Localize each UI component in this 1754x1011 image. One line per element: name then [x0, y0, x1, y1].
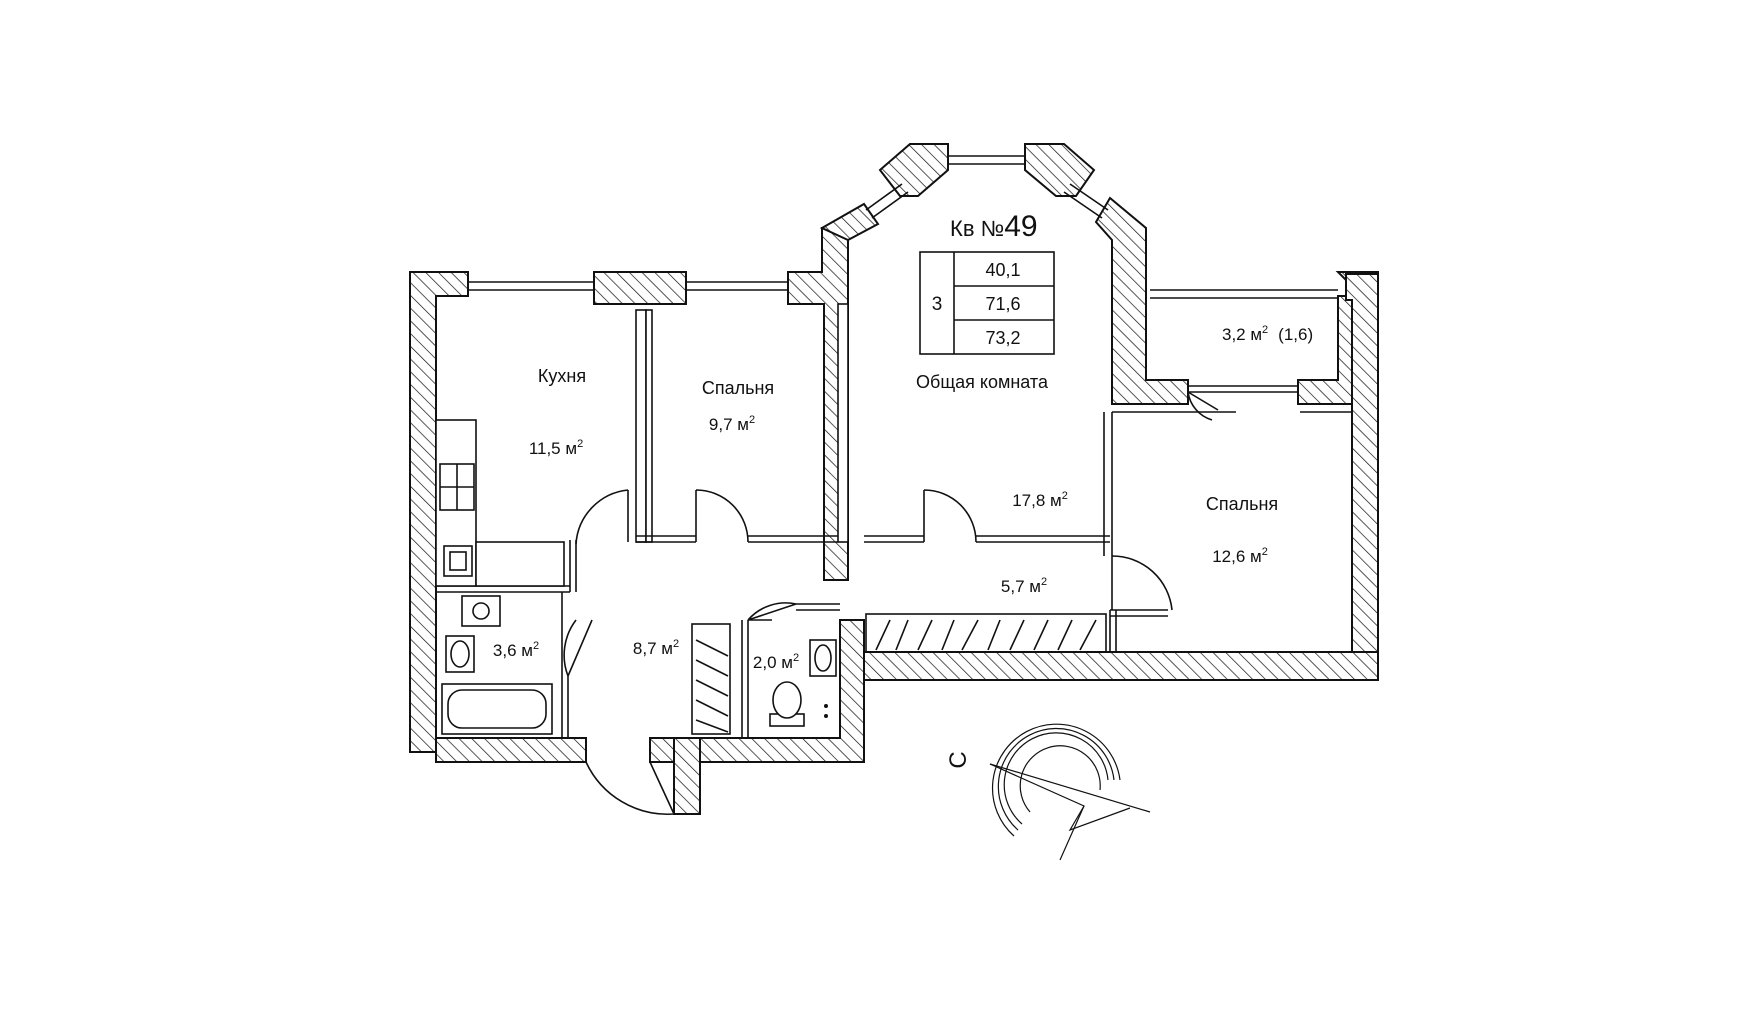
- wardrobe-hall: [691, 623, 731, 735]
- bathroom-fixtures: [441, 595, 553, 735]
- apartment-info: Кв №49 3 40,1 71,6 73,2: [919, 210, 1055, 355]
- wall-bay-top-right: [1024, 143, 1096, 197]
- kitchen-fixtures: [435, 419, 565, 587]
- wall-top-right: [787, 227, 849, 581]
- partition-kitchen-bedroom-2: [645, 309, 653, 543]
- wall-bottom-left: [435, 737, 587, 763]
- bedroom-right-area: 12,6 м2: [1212, 546, 1268, 566]
- total-area-balcony: 73,2: [985, 328, 1020, 348]
- info-table: [919, 251, 1055, 355]
- toilet-bowl: [772, 681, 802, 719]
- rooms-count: 3: [932, 294, 943, 315]
- door-kitchen: [575, 489, 629, 545]
- wall-top-mid: [593, 271, 687, 305]
- living-area: 40,1: [985, 260, 1020, 280]
- hall-area: 8,7 м2: [633, 638, 679, 658]
- window-bedroom-left: [686, 281, 788, 291]
- doors: [563, 391, 1219, 816]
- door-entrance: [585, 761, 675, 816]
- door-bedroom-right: [1111, 555, 1173, 611]
- common-room-area: 17,8 м2: [1012, 490, 1068, 510]
- sink-kitchen: [443, 545, 473, 577]
- toilet-area: 2,0 м2: [753, 652, 799, 672]
- kitchen-label: Кухня: [538, 366, 586, 386]
- compass-north-letter: С: [945, 751, 972, 768]
- bathroom-area: 3,6 м2: [493, 640, 539, 660]
- window-bay-right: [1063, 183, 1109, 219]
- wall-left: [409, 271, 469, 753]
- door-bathroom: [563, 619, 593, 677]
- door-bedroom-left: [695, 489, 749, 543]
- window-balcony: [1150, 289, 1338, 299]
- compass-rose-icon: [989, 723, 1151, 861]
- wall-bottom-right: [863, 651, 1379, 681]
- wall-bay-right: [1094, 196, 1189, 405]
- wc-fixtures: [769, 639, 837, 727]
- partition-bedroom-common: [837, 303, 849, 543]
- door-wc: [747, 602, 797, 621]
- common-room-label: Общая комната: [916, 372, 1049, 392]
- wardrobe-hangers: [695, 619, 1097, 733]
- window-bay-center: [948, 155, 1025, 165]
- bedroom-left-area: 9,7 м2: [709, 414, 755, 434]
- apartment-title: Кв №49: [950, 210, 1038, 243]
- bedroom-left-label: Спальня: [702, 378, 774, 398]
- partition-kitchen-bedroom: [635, 309, 647, 543]
- window-kitchen: [468, 281, 594, 291]
- wall-entrance-jamb: [673, 737, 701, 815]
- door-balcony: [1187, 391, 1219, 421]
- door-common-room: [923, 489, 977, 543]
- room-labels: Кухня 11,5 м2 Спальня 9,7 м2 Общая комна…: [493, 324, 1313, 672]
- window-bay-left: [865, 183, 909, 219]
- exterior-walls: [409, 143, 1379, 815]
- wall-bay-left-diag: [819, 202, 880, 242]
- compass: С: [945, 723, 1151, 861]
- corridor-area: 5,7 м2: [1001, 576, 1047, 596]
- total-area: 71,6: [985, 294, 1020, 314]
- kitchen-area: 11,5 м2: [529, 438, 583, 458]
- balcony-area: 3,2 м2(1,6): [1222, 324, 1313, 344]
- windows: [468, 155, 1338, 299]
- bedroom-right-label: Спальня: [1206, 494, 1278, 514]
- wall-bay-top-left: [878, 143, 949, 197]
- wardrobe-corridor: [865, 613, 1107, 653]
